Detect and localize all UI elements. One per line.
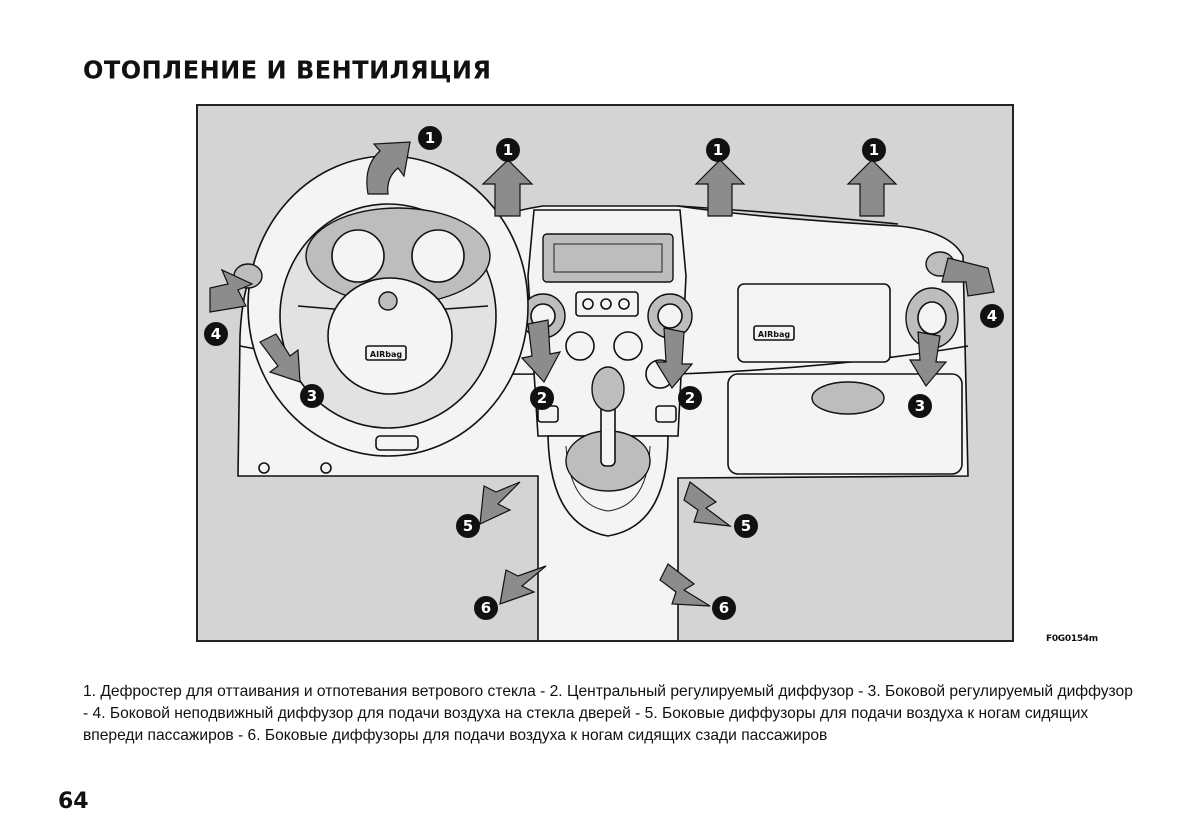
svg-text:2: 2	[537, 389, 547, 407]
airbag-badge	[365, 345, 407, 361]
callout-3: 3	[300, 384, 324, 408]
callout-5: 5	[456, 514, 480, 538]
svg-text:1: 1	[869, 141, 879, 159]
svg-text:3: 3	[307, 387, 317, 405]
airbag-label-passenger: AIRbag	[758, 330, 790, 339]
airbag-badge-passenger	[753, 325, 795, 341]
svg-text:6: 6	[481, 599, 491, 617]
callout-6: 6	[712, 596, 736, 620]
svg-text:1: 1	[713, 141, 723, 159]
svg-text:3: 3	[915, 397, 925, 415]
callout-1: 1	[862, 138, 886, 162]
dashboard-illustration: AIRbag AIRbag 1 1	[196, 104, 1014, 642]
front-foot-arrow	[683, 481, 733, 527]
airbag-label-wheel: AIRbag	[370, 350, 402, 359]
side-vent-arrow	[259, 333, 301, 383]
callout-1: 1	[706, 138, 730, 162]
page-number: 64	[58, 789, 89, 814]
callout-6: 6	[474, 596, 498, 620]
svg-text:1: 1	[425, 129, 435, 147]
side-vent-arrow	[908, 331, 948, 388]
callout-4: 4	[980, 304, 1004, 328]
passenger-panel	[737, 283, 891, 363]
defrost-arrow	[481, 159, 534, 217]
steering-hub	[327, 277, 453, 395]
rear-foot-arrow	[499, 565, 547, 605]
svg-text:4: 4	[987, 307, 997, 325]
callout-1: 1	[496, 138, 520, 162]
figure-caption: 1. Дефростер для оттаивания и отпотевани…	[83, 683, 1133, 744]
figure-code: F0G0154m	[1046, 634, 1098, 644]
glove-box	[727, 373, 963, 475]
svg-text:6: 6	[719, 599, 729, 617]
svg-text:4: 4	[211, 325, 221, 343]
callout-5: 5	[734, 514, 758, 538]
dashboard-drawing: AIRbag AIRbag 1 1	[204, 126, 1004, 640]
center-vent-arrow	[520, 319, 562, 384]
defrost-arrow	[694, 159, 746, 217]
radio-slot	[542, 233, 674, 283]
door-vent-arrow	[209, 268, 254, 313]
rear-foot-arrow	[659, 563, 711, 607]
callout-2: 2	[678, 386, 702, 410]
callout-4: 4	[204, 322, 228, 346]
svg-text:1: 1	[503, 141, 513, 159]
svg-text:5: 5	[741, 517, 751, 535]
front-foot-arrow	[479, 481, 521, 525]
defrost-arrow	[366, 141, 411, 195]
callout-2: 2	[530, 386, 554, 410]
svg-text:2: 2	[685, 389, 695, 407]
gear-knob	[591, 366, 625, 412]
door-vent-arrow	[941, 257, 995, 297]
callout-3: 3	[908, 394, 932, 418]
center-vent-arrow	[654, 327, 694, 390]
defrost-arrow	[846, 159, 898, 217]
page-title: ОТОПЛЕНИЕ И ВЕНТИЛЯЦИЯ	[83, 55, 492, 85]
svg-text:5: 5	[463, 517, 473, 535]
callout-1: 1	[418, 126, 442, 150]
